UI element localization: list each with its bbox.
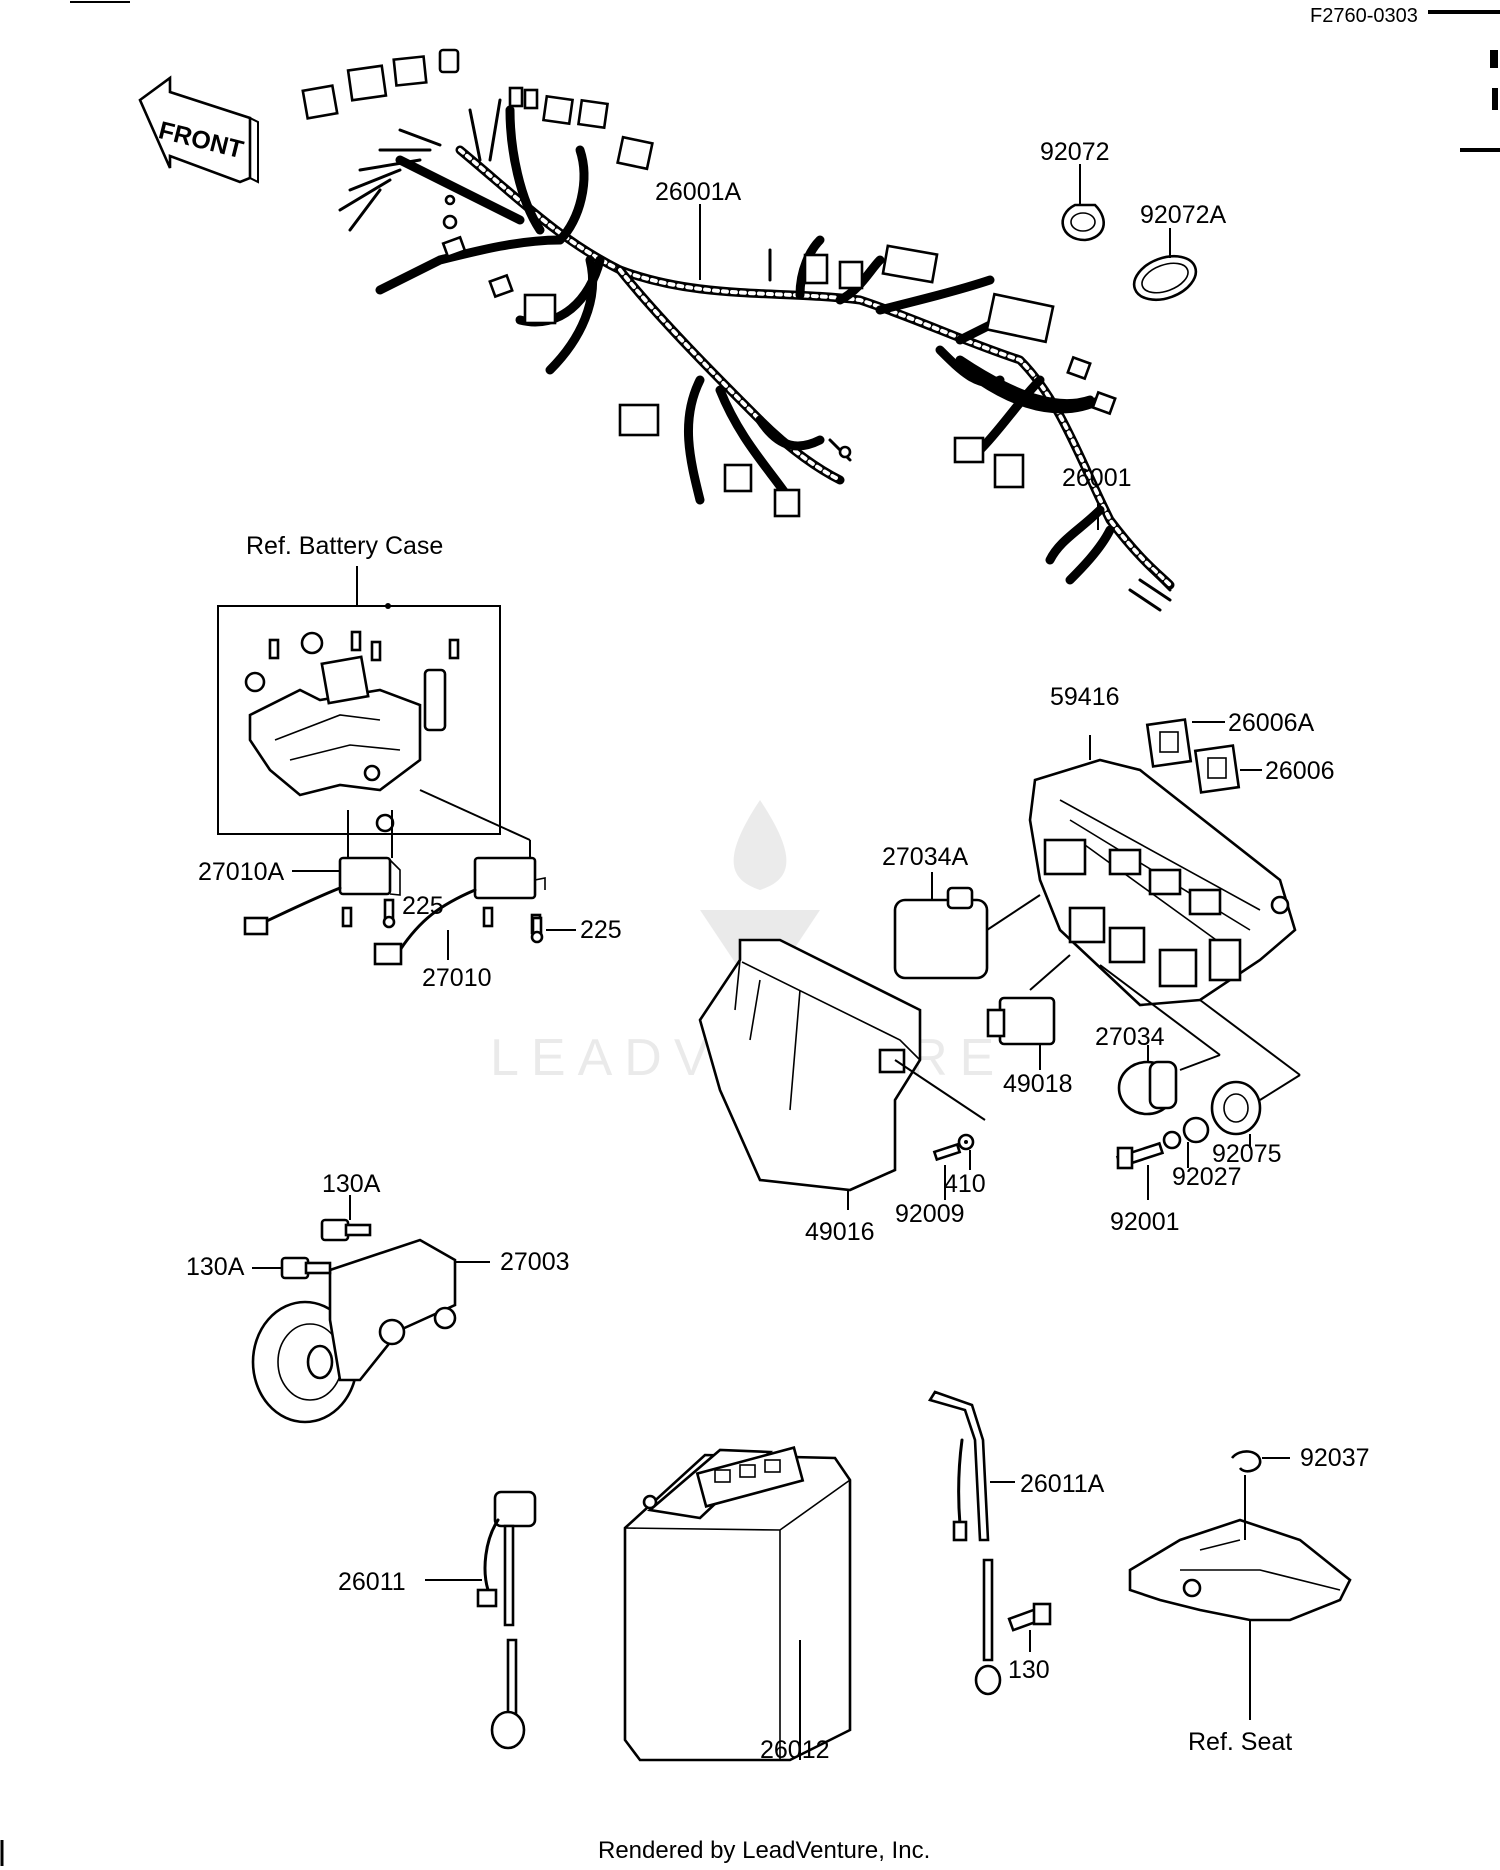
junction-box-59416 bbox=[1028, 735, 1297, 1007]
cable-26011A bbox=[927, 1390, 1015, 1696]
ref-battery-case-label: Ref. Battery Case bbox=[246, 532, 443, 560]
callout-27010: 27010 bbox=[422, 964, 492, 992]
callout-92037: 92037 bbox=[1300, 1444, 1370, 1472]
collar-92027 bbox=[1162, 1116, 1210, 1168]
callout-130A-left: 130A bbox=[186, 1253, 245, 1281]
callout-225a: 225 bbox=[402, 892, 444, 920]
callout-92001: 92001 bbox=[1110, 1208, 1180, 1236]
bolt-130A-top bbox=[320, 1195, 372, 1242]
module-27034A bbox=[893, 872, 1041, 980]
bolt-92001 bbox=[1115, 1141, 1165, 1200]
clamp-92072A bbox=[1132, 254, 1198, 302]
callout-92072A: 92072A bbox=[1140, 201, 1227, 229]
callout-26001A: 26001A bbox=[655, 178, 742, 206]
fuse-26006 bbox=[1193, 744, 1262, 794]
clip-92037 bbox=[1230, 1450, 1290, 1540]
edge-mark bbox=[1492, 88, 1498, 110]
callout-26012: 26012 bbox=[760, 1736, 830, 1764]
grommet-92075 bbox=[1199, 999, 1301, 1148]
clamp-92072 bbox=[1061, 203, 1105, 242]
callout-27003: 27003 bbox=[500, 1248, 570, 1276]
callout-92075: 92075 bbox=[1212, 1140, 1282, 1168]
callout-49016: 49016 bbox=[805, 1218, 875, 1246]
callout-27010A: 27010A bbox=[198, 858, 285, 886]
fuse-26006A bbox=[1145, 718, 1225, 768]
washer-410 bbox=[957, 1133, 975, 1170]
main-harness bbox=[338, 98, 1175, 612]
battery-case-ref: Ref. Battery Case bbox=[217, 532, 501, 835]
callout-92027: 92027 bbox=[1172, 1163, 1242, 1191]
callout-92072: 92072 bbox=[1040, 138, 1110, 166]
callout-26006: 26006 bbox=[1265, 757, 1335, 785]
bolt-225 bbox=[382, 898, 544, 944]
diagram-code: F2760-0303 bbox=[1310, 5, 1418, 27]
screw-92009 bbox=[932, 1142, 962, 1200]
relay-27010 bbox=[373, 789, 546, 966]
callout-26006A: 26006A bbox=[1228, 709, 1315, 737]
footer-credit: Rendered by LeadVenture, Inc. bbox=[598, 1837, 930, 1864]
seat-ref bbox=[1128, 1518, 1352, 1720]
callout-130A-top: 130A bbox=[322, 1170, 381, 1198]
bolt-130 bbox=[1007, 1602, 1052, 1652]
relay-49018 bbox=[986, 954, 1071, 1070]
front-arrow-icon: FRONT bbox=[138, 75, 259, 184]
edge-mark bbox=[1490, 50, 1498, 68]
callout-92009: 92009 bbox=[895, 1200, 965, 1228]
switch-27034 bbox=[1099, 964, 1221, 1116]
callout-26011A: 26011A bbox=[1020, 1470, 1105, 1498]
cable-26011 bbox=[425, 1490, 537, 1750]
ref-seat-label: Ref. Seat bbox=[1188, 1728, 1292, 1756]
bolt-130A-left bbox=[252, 1256, 332, 1280]
battery-26012 bbox=[623, 1446, 852, 1762]
callout-130: 130 bbox=[1008, 1656, 1050, 1684]
callout-27034A: 27034A bbox=[882, 843, 969, 871]
harness-connectors bbox=[301, 48, 1117, 518]
callout-49018: 49018 bbox=[1003, 1070, 1073, 1098]
cover-49016 bbox=[698, 938, 986, 1210]
callout-26011: 26011 bbox=[338, 1568, 406, 1596]
callout-26001: 26001 bbox=[1062, 464, 1132, 492]
relay-27010A bbox=[243, 810, 401, 936]
horn-27003 bbox=[251, 1238, 490, 1424]
callout-410: 410 bbox=[944, 1170, 986, 1198]
callout-59416: 59416 bbox=[1050, 683, 1120, 711]
callout-27034: 27034 bbox=[1095, 1023, 1165, 1051]
callout-225b: 225 bbox=[580, 916, 622, 944]
